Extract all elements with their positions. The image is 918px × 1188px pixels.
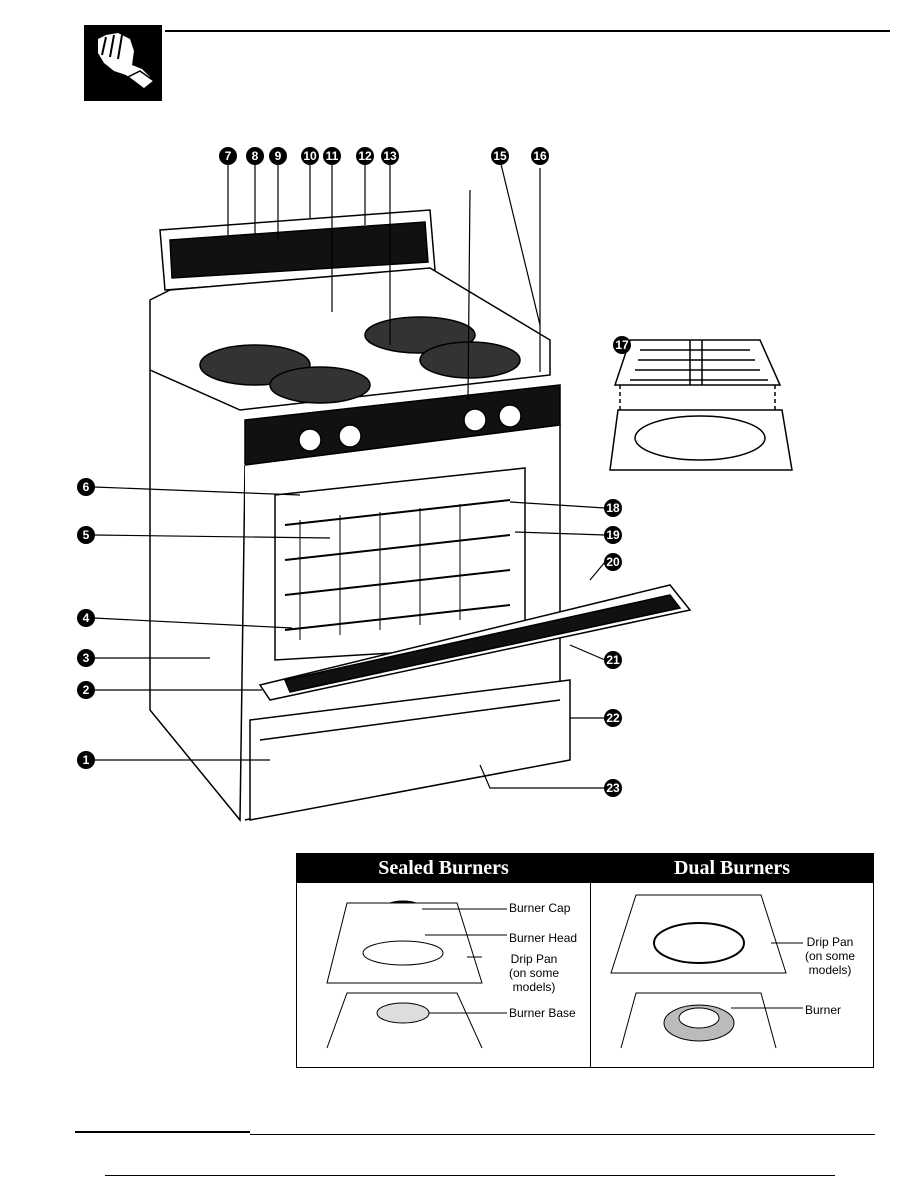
dual-burner-drawing [610, 894, 803, 1049]
dual-drip-pan-label: Drip Pan (on some models) [805, 935, 856, 977]
callout-right-4-circle [604, 709, 622, 727]
callout-right-4: 22 [606, 711, 620, 725]
drip-pan-label: Drip Pan (on some models) [509, 952, 560, 994]
callout-right-0: 18 [606, 501, 620, 515]
callout-right-0-circle [604, 499, 622, 517]
callout-right-5: 23 [606, 781, 620, 795]
burner-head-label: Burner Head [509, 931, 578, 945]
bottom-rule-right [250, 1134, 875, 1135]
callout-left-0: 6 [83, 480, 90, 494]
callout-right-1-circle [604, 526, 622, 544]
bottom-rule-left [75, 1131, 250, 1133]
sealed-burners-title: Sealed Burners [297, 853, 590, 883]
drip-pan-icon [610, 894, 787, 974]
footer-rule [105, 1175, 835, 1176]
leader-lines [93, 159, 606, 789]
hand-pressing-button-icon [84, 25, 162, 101]
callout-top-2-circle [269, 147, 287, 165]
callout-left-1-circle [77, 526, 95, 544]
sealed-burners-panel: Sealed Burners Burner Cap Burner Head Dr… [296, 853, 591, 1068]
callout-top-6-circle [381, 147, 399, 165]
burner-base-icon [376, 1002, 430, 1024]
callout-left-4: 2 [83, 683, 90, 697]
callout-left-5-circle [77, 751, 95, 769]
drip-pan-icon [326, 902, 483, 984]
callout-inset: 17 [615, 338, 629, 352]
callout-left-3-circle [77, 649, 95, 667]
callout-top-3-circle [301, 147, 319, 165]
callout-right-3-circle [604, 651, 622, 669]
callout-top-7-circle [491, 147, 509, 165]
callout-top-7: 15 [493, 149, 507, 163]
callout-top-5: 12 [358, 149, 372, 163]
callout-right-3: 21 [606, 653, 620, 667]
callout-top-2: 9 [275, 149, 282, 163]
callout-left-2: 4 [83, 611, 90, 625]
callout-top-4-circle [323, 147, 341, 165]
callout-top-3: 10 [303, 149, 317, 163]
callout-top-0: 7 [225, 149, 232, 163]
callout-top-5-circle [356, 147, 374, 165]
top-rule [165, 30, 890, 32]
callout-top-4: 11 [326, 149, 339, 163]
callout-left-2-circle [77, 609, 95, 627]
broiler-pan-icon [609, 339, 793, 471]
callout-left-0-circle [77, 478, 95, 496]
callout-left-5: 1 [83, 753, 90, 767]
burner-cap-label: Burner Cap [509, 901, 571, 915]
callout-top-8-circle [531, 147, 549, 165]
dual-burner-label: Burner [805, 1003, 842, 1017]
callout-inset-circle [613, 336, 631, 354]
callout-top-0-circle [219, 147, 237, 165]
dual-burners-title: Dual Burners [591, 853, 873, 883]
callout-right-1: 19 [606, 528, 620, 542]
callout-top-6: 13 [383, 149, 397, 163]
callout-left-1: 5 [83, 528, 90, 542]
callout-top-1: 8 [252, 149, 259, 163]
callout-top-8: 16 [533, 149, 547, 163]
callout-right-2-circle [604, 553, 622, 571]
callout-right-5-circle [604, 779, 622, 797]
dual-burners-panel: Dual Burners Drip Pan (on some models) B… [590, 853, 874, 1068]
callout-top-1-circle [246, 147, 264, 165]
callout-right-2: 20 [606, 555, 620, 569]
burner-base-label: Burner Base [509, 1006, 576, 1020]
sealed-burner-drawing [326, 900, 507, 1049]
callout-left-3: 3 [83, 651, 90, 665]
gas-range-illustration [149, 209, 692, 823]
callout-left-4-circle [77, 681, 95, 699]
